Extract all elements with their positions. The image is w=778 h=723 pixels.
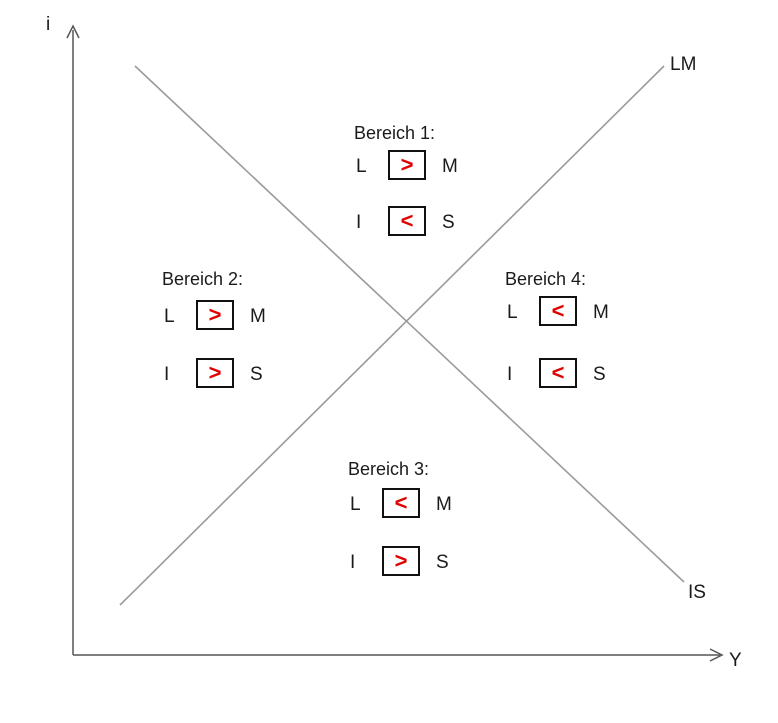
liquidity-demand-symbol: L [356, 156, 367, 177]
comparison-sign-box: > [196, 300, 234, 330]
money-supply-symbol: M [250, 306, 266, 327]
region-1-title: Bereich 1: [354, 123, 436, 143]
comparison-sign-box: < [539, 296, 577, 326]
lm-curve-label: LM [670, 54, 697, 75]
investment-symbol: I [350, 552, 356, 573]
comparison-sign-box: < [388, 206, 426, 236]
comparison-sign-box: > [388, 150, 426, 180]
money-supply-symbol: M [442, 156, 458, 177]
money-supply-symbol: M [593, 302, 609, 323]
liquidity-demand-symbol: L [350, 494, 361, 515]
region-3-title: Bereich 3: [348, 459, 430, 479]
comparison-sign-box: > [196, 358, 234, 388]
x-axis-arrow [709, 648, 724, 662]
comparison-sign-box: < [539, 358, 577, 388]
region-4-money-market-row: L < M [507, 296, 647, 330]
liquidity-demand-symbol: L [507, 302, 518, 323]
savings-symbol: S [442, 212, 455, 233]
is-curve [134, 65, 685, 583]
region-1: Bereich 1: L > M I < S [354, 122, 504, 252]
investment-symbol: I [507, 364, 513, 385]
lm-curve [119, 65, 665, 606]
region-3-goods-market-row: I > S [350, 546, 490, 580]
region-4: Bereich 4: L < M I < S [505, 268, 655, 398]
y-axis-label: i [46, 14, 51, 35]
savings-symbol: S [250, 364, 263, 385]
savings-symbol: S [593, 364, 606, 385]
investment-symbol: I [164, 364, 170, 385]
region-2: Bereich 2: L > M I > S [162, 268, 312, 398]
region-1-money-market-row: L > M [356, 150, 496, 184]
region-2-title: Bereich 2: [162, 269, 244, 289]
region-1-goods-market-row: I < S [356, 206, 496, 240]
region-2-money-market-row: L > M [164, 300, 304, 334]
savings-symbol: S [436, 552, 449, 573]
investment-symbol: I [356, 212, 362, 233]
region-3-money-market-row: L < M [350, 488, 490, 522]
y-axis-arrow [66, 24, 80, 39]
region-3: Bereich 3: L < M I > S [348, 458, 498, 588]
liquidity-demand-symbol: L [164, 306, 175, 327]
region-4-title: Bereich 4: [505, 269, 587, 289]
comparison-sign-box: > [382, 546, 420, 576]
money-supply-symbol: M [436, 494, 452, 515]
comparison-sign-box: < [382, 488, 420, 518]
region-2-goods-market-row: I > S [164, 358, 304, 392]
region-4-goods-market-row: I < S [507, 358, 647, 392]
is-curve-label: IS [688, 582, 706, 603]
x-axis-label: Y [729, 650, 742, 671]
